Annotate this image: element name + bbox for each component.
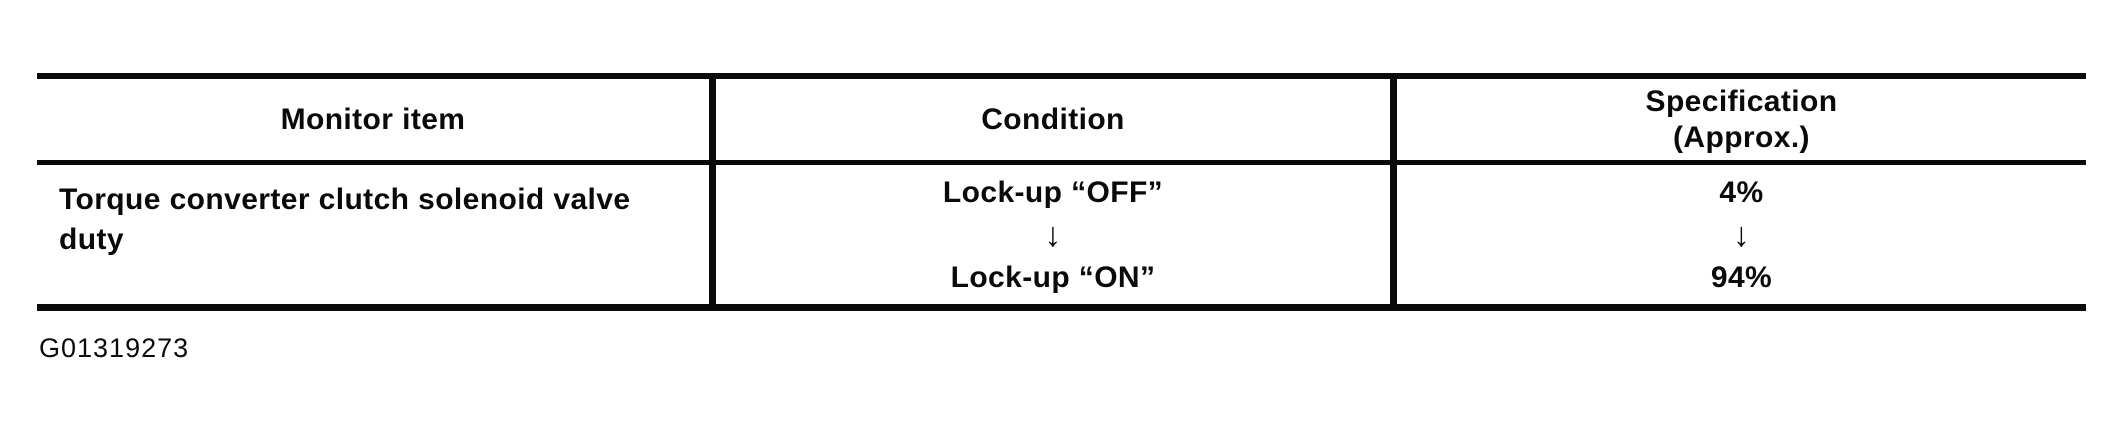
monitor-specification-table: Monitor item Condition Specification (Ap… <box>37 73 2086 311</box>
cell-monitor-item: Torque converter clutch solenoid valve d… <box>37 165 716 304</box>
figure-id-caption: G01319273 <box>39 333 190 363</box>
down-arrow-icon: ↓ <box>1732 215 1751 254</box>
monitor-item-text: Torque converter clutch solenoid valve d… <box>59 182 631 256</box>
cell-condition: Lock-up “OFF” ↓ Lock-up “ON” <box>716 165 1397 304</box>
column-header-label: Monitor item <box>280 102 466 136</box>
header-cell-specification: Specification (Approx.) <box>1397 79 2086 160</box>
specification-end-value: 94% <box>1710 260 1773 294</box>
cell-specification: 4% ↓ 94% <box>1397 165 2086 304</box>
condition-end-text: Lock-up “ON” <box>950 260 1156 294</box>
specification-start-value: 4% <box>1719 175 1764 209</box>
column-header-label: Condition <box>981 102 1125 136</box>
column-header-label-line2: (Approx.) <box>1673 120 1810 154</box>
header-cell-condition: Condition <box>716 79 1397 160</box>
down-arrow-icon: ↓ <box>1044 215 1062 254</box>
column-header-label-line1: Specification <box>1645 84 1838 118</box>
condition-start-text: Lock-up “OFF” <box>942 175 1164 209</box>
table-data-row: Torque converter clutch solenoid valve d… <box>37 165 2086 304</box>
table-header-row: Monitor item Condition Specification (Ap… <box>37 79 2086 165</box>
header-cell-monitor-item: Monitor item <box>37 79 716 160</box>
